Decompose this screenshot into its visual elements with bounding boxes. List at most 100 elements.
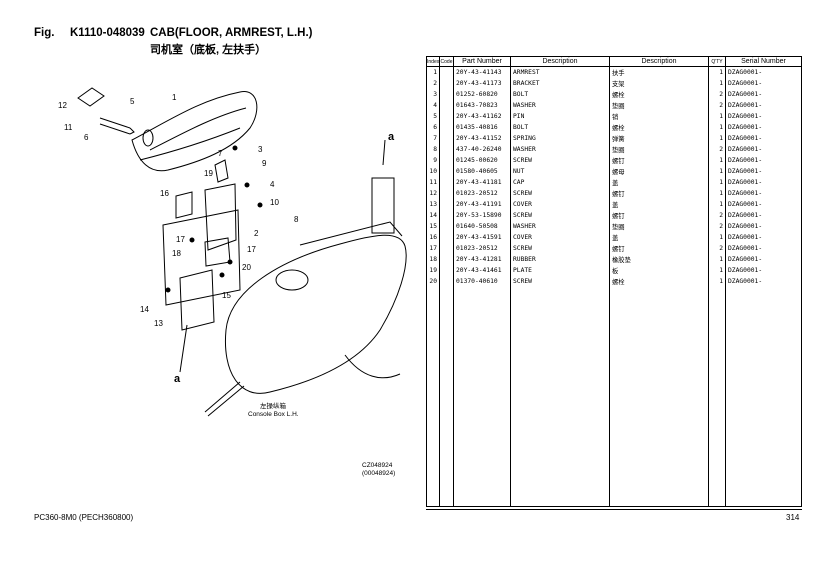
cell-part: 01435-40816 bbox=[453, 122, 511, 133]
page-title: CAB(FLOOR, ARMREST, L.H.) bbox=[150, 27, 313, 39]
cell-part: 01643-70823 bbox=[453, 100, 511, 111]
cell-code bbox=[439, 232, 454, 243]
cell-desc-cn: 销 bbox=[609, 111, 709, 122]
console-label-en: Console Box L.H. bbox=[248, 411, 299, 418]
cell-desc-cn: 螺栓 bbox=[609, 89, 709, 100]
cell-qty: 1 bbox=[708, 232, 726, 243]
cell-desc-cn: 螺栓 bbox=[609, 122, 709, 133]
cell-desc-en: SCREW bbox=[510, 155, 610, 166]
cell-code bbox=[439, 78, 454, 89]
cell-part: 20Y-43-41281 bbox=[453, 254, 511, 265]
cell-serial: DZAG0001- bbox=[725, 166, 802, 177]
cell-qty: 1 bbox=[708, 78, 726, 89]
cell-desc-en: SPRING bbox=[510, 133, 610, 144]
cell-desc-cn: 橡胶垫 bbox=[609, 254, 709, 265]
cell-index: 4 bbox=[426, 100, 440, 111]
cell-serial: DZAG0001- bbox=[725, 243, 802, 254]
cell-part: 20Y-43-41191 bbox=[453, 199, 511, 210]
bracket-drawing bbox=[204, 183, 237, 251]
cell-desc-cn: 螺钉 bbox=[609, 155, 709, 166]
cell-desc-cn: 扶手 bbox=[609, 66, 709, 78]
callout: 12 bbox=[58, 101, 67, 110]
cell-desc-cn: 螺钉 bbox=[609, 188, 709, 199]
cell-code bbox=[439, 199, 454, 210]
callout: 19 bbox=[204, 169, 213, 178]
cell-code bbox=[439, 221, 454, 232]
cell-desc-en: ARMREST bbox=[510, 66, 610, 78]
cell-desc-cn: 盖 bbox=[609, 177, 709, 188]
cell-desc-en: RUBBER bbox=[510, 254, 610, 265]
cell-code bbox=[439, 122, 454, 133]
mount-block bbox=[162, 209, 241, 306]
callout: 17 bbox=[176, 235, 185, 244]
cell-part: 01023-20512 bbox=[453, 188, 511, 199]
cell-serial: DZAG0001- bbox=[725, 232, 802, 243]
page-number: 314 bbox=[786, 513, 800, 522]
cell-qty: 2 bbox=[708, 210, 726, 221]
cell-qty: 2 bbox=[708, 144, 726, 155]
cell-serial: DZAG0001- bbox=[725, 122, 802, 133]
col-header-description-cn: Description bbox=[609, 56, 709, 67]
screw-marker bbox=[165, 287, 171, 293]
callout: 20 bbox=[242, 263, 251, 272]
cell-serial: DZAG0001- bbox=[725, 133, 802, 144]
table-filler bbox=[426, 287, 802, 507]
cell-serial: DZAG0001- bbox=[725, 144, 802, 155]
callout: 13 bbox=[154, 319, 163, 328]
figure-code: K1110-048039 bbox=[70, 27, 145, 39]
cell-part: 01245-00620 bbox=[453, 155, 511, 166]
cell-part: 20Y-43-41143 bbox=[453, 66, 511, 78]
cell-index: 8 bbox=[426, 144, 440, 155]
cell-desc-en: CAP bbox=[510, 177, 610, 188]
cell-code bbox=[439, 243, 454, 254]
callout: 11 bbox=[64, 123, 73, 132]
cell-serial: DZAG0001- bbox=[725, 111, 802, 122]
cell-part: 20Y-43-41152 bbox=[453, 133, 511, 144]
cell-qty: 1 bbox=[708, 66, 726, 78]
screw-marker bbox=[227, 259, 233, 265]
cell-serial: DZAG0001- bbox=[725, 199, 802, 210]
leader-line-right bbox=[382, 139, 386, 166]
cell-serial: DZAG0001- bbox=[725, 89, 802, 100]
console-lever bbox=[204, 381, 245, 417]
cell-serial: DZAG0001- bbox=[725, 265, 802, 276]
cell-code bbox=[439, 111, 454, 122]
console-knob bbox=[275, 269, 309, 291]
callout: 6 bbox=[84, 133, 89, 142]
cell-qty: 1 bbox=[708, 265, 726, 276]
cell-desc-en: SCREW bbox=[510, 188, 610, 199]
cell-desc-cn: 螺母 bbox=[609, 166, 709, 177]
cell-index: 19 bbox=[426, 265, 440, 276]
cell-desc-cn: 盖 bbox=[609, 232, 709, 243]
cell-index: 20 bbox=[426, 276, 440, 287]
cell-code bbox=[439, 265, 454, 276]
col-header-index: Index bbox=[426, 56, 440, 67]
armrest-top-line bbox=[149, 107, 247, 151]
cell-index: 9 bbox=[426, 155, 440, 166]
cell-code bbox=[439, 188, 454, 199]
cell-part: 01580-40605 bbox=[453, 166, 511, 177]
col-header-part-number: Part Number bbox=[453, 56, 511, 67]
pin-drawing bbox=[99, 117, 135, 135]
cell-serial: DZAG0001- bbox=[725, 276, 802, 287]
cap-drawing bbox=[77, 87, 105, 107]
cell-desc-en: BOLT bbox=[510, 89, 610, 100]
cover-lower-drawing bbox=[179, 269, 215, 331]
callout: 1 bbox=[172, 93, 177, 102]
cell-serial: DZAG0001- bbox=[725, 210, 802, 221]
cell-index: 15 bbox=[426, 221, 440, 232]
cell-qty: 1 bbox=[708, 276, 726, 287]
cell-index: 10 bbox=[426, 166, 440, 177]
cell-desc-cn: 垫圈 bbox=[609, 144, 709, 155]
cell-index: 17 bbox=[426, 243, 440, 254]
